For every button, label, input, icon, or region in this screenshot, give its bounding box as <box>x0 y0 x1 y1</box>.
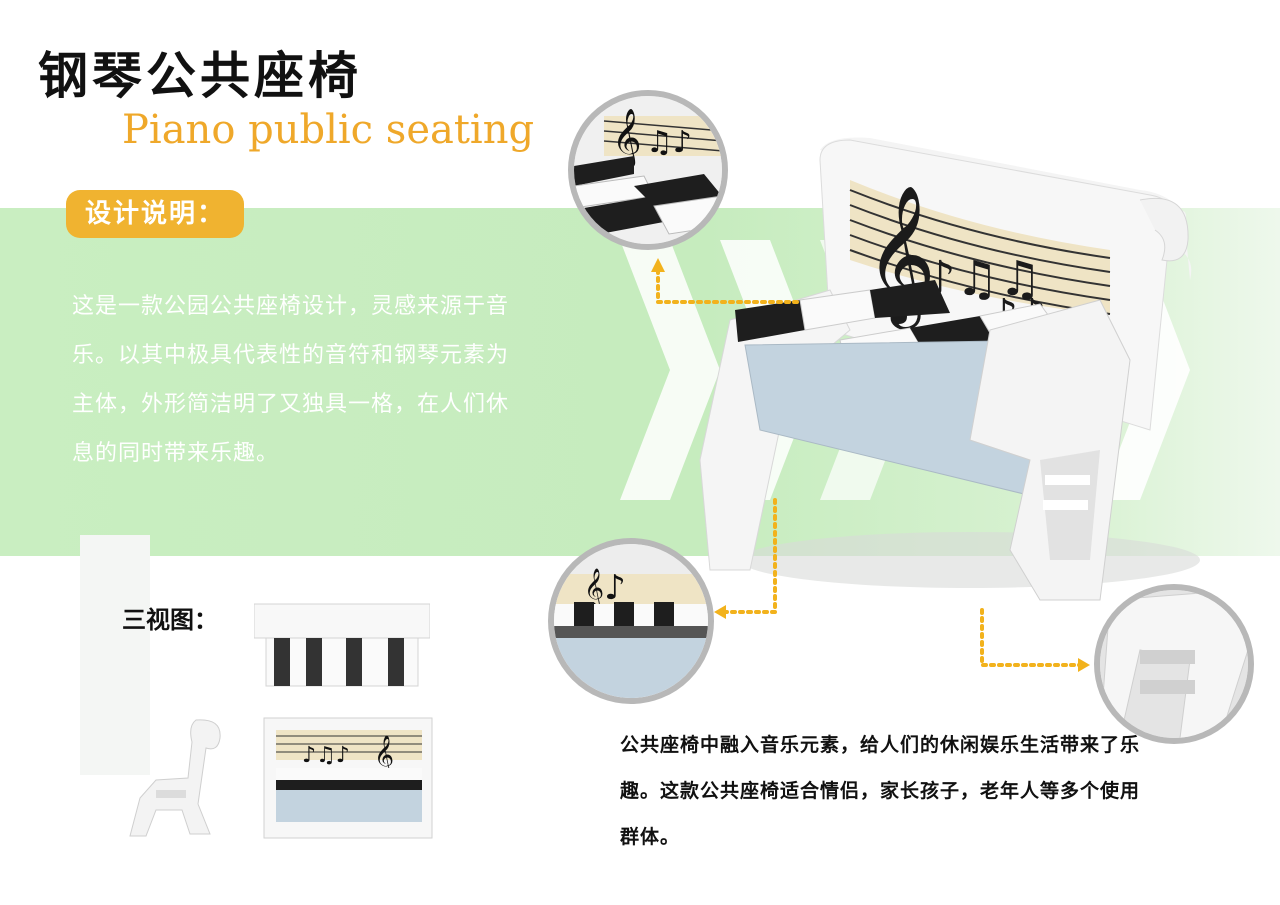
three-view-side <box>129 719 221 837</box>
detail-circle-notes: 𝄞 ♫♪ <box>568 90 728 250</box>
main-bench-render: 𝄞 ♪♫♫ ♪♪ <box>699 137 1200 601</box>
svg-text:♪♫♫: ♪♫♫ <box>925 251 1042 307</box>
page-title-english: Piano public seating <box>122 107 535 153</box>
svg-text:♫♪: ♫♪ <box>646 125 692 160</box>
callout-connector-lines <box>651 258 1090 672</box>
svg-text:♪♫♪: ♪♫♪ <box>302 743 350 768</box>
three-view-label: 三视图： <box>122 606 218 634</box>
design-notes-text: 这是一款公园公共座椅设计，灵感来源于音乐。以其中极具代表性的音符和钢琴元素为主体… <box>72 294 510 466</box>
three-view-front: ♪♫♪ 𝄞 <box>263 717 433 839</box>
light-background-strip <box>80 535 150 775</box>
bottom-caption-text: 公共座椅中融入音乐元素，给人们的休闲娱乐生活带来了乐趣。这款公共座椅适合情侣，家… <box>620 734 1141 848</box>
svg-text:𝄞: 𝄞 <box>374 735 394 776</box>
page-title-chinese: 钢琴公共座椅 <box>38 47 362 105</box>
detail-circle-frame <box>1094 584 1254 744</box>
three-view-top <box>254 603 430 687</box>
detail-circle-keys: 𝄞♪ <box>548 538 714 704</box>
design-notes-badge: 设计说明： <box>66 190 244 238</box>
